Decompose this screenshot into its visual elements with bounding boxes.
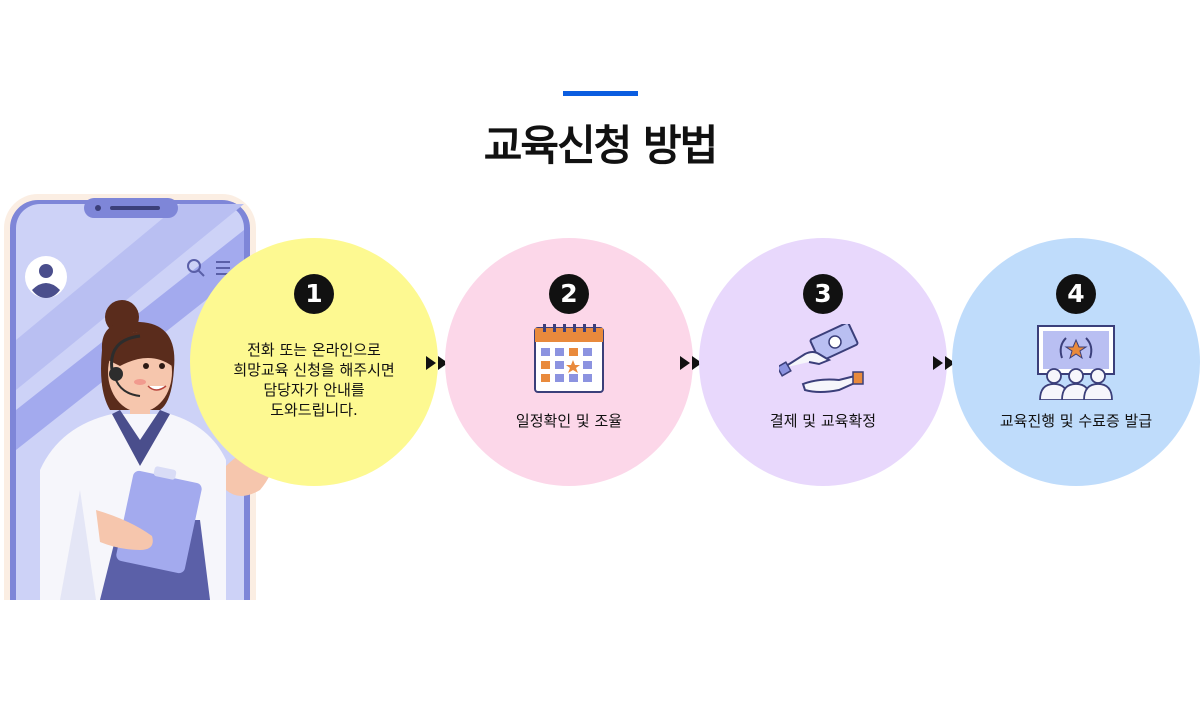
search-icon bbox=[187, 259, 205, 277]
payment-hands-icon bbox=[779, 324, 864, 393]
step-2-circle: 2 일정확인 및 조율 bbox=[445, 238, 693, 486]
accent-bar bbox=[563, 91, 638, 96]
step-4-circle: 4 교육진행 및 수료증 발급 bbox=[952, 238, 1200, 486]
step-1-text: 전화 또는 온라인으로 희망교육 신청을 해주시면 담당자가 안내를 도와드립니… bbox=[233, 341, 395, 419]
step-1-number: 1 bbox=[294, 274, 334, 314]
step-1-circle: 1 전화 또는 온라인으로 희망교육 신청을 해주시면 담당자가 안내를 도와드… bbox=[190, 238, 438, 486]
avatar-icon bbox=[25, 256, 67, 298]
step-4-label: 교육진행 및 수료증 발급 bbox=[999, 412, 1153, 430]
step-3-number: 3 bbox=[803, 274, 843, 314]
phone-operator-illustration bbox=[4, 194, 270, 600]
step-3-label: 결제 및 교육확정 bbox=[769, 412, 877, 430]
step-2-label: 일정확인 및 조율 bbox=[515, 412, 623, 430]
calendar-icon bbox=[534, 324, 604, 393]
step-4-number: 4 bbox=[1056, 274, 1096, 314]
step-3-circle: 3 결제 및 교육확정 bbox=[699, 238, 947, 486]
step-2-number: 2 bbox=[549, 274, 589, 314]
certificate-audience-icon bbox=[1037, 325, 1115, 400]
page-title: 교육신청 방법 bbox=[483, 121, 718, 170]
